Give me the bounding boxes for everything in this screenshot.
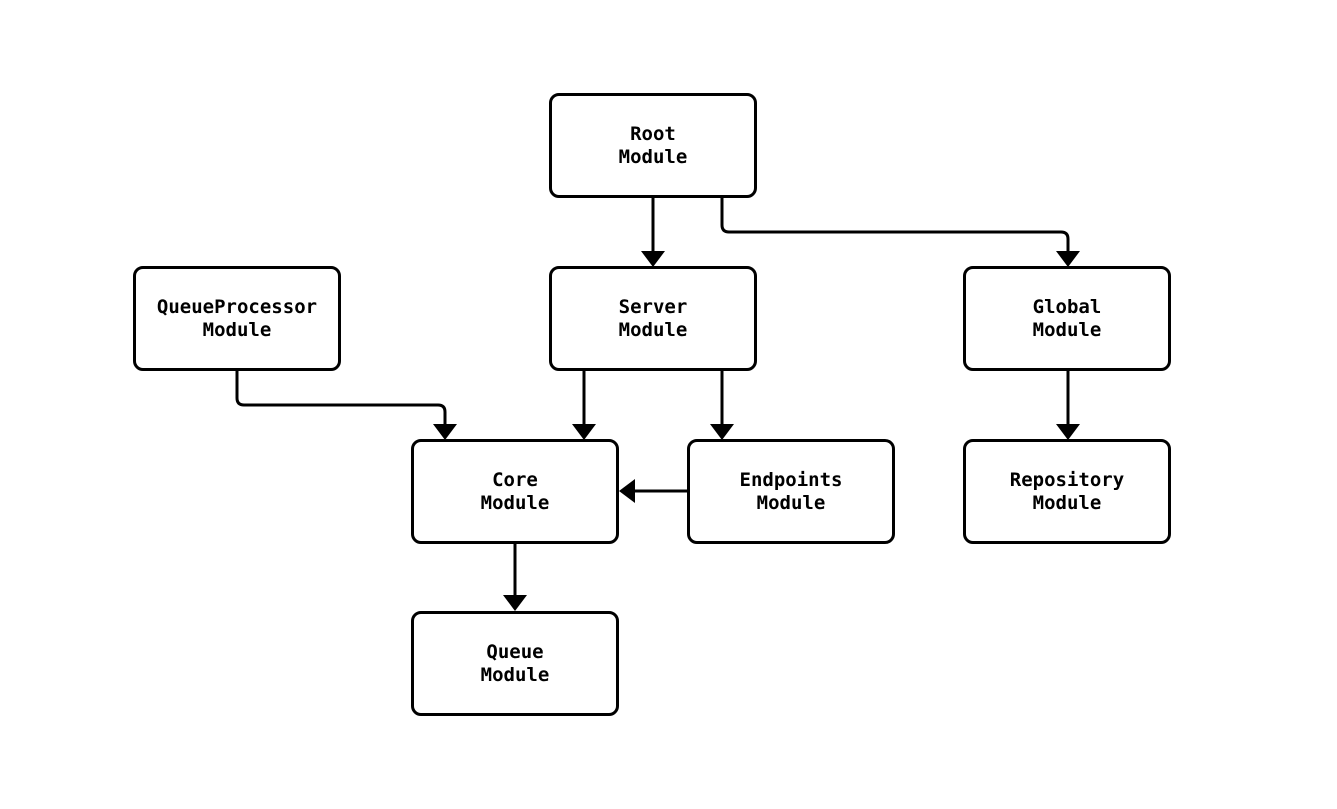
arrowhead-server-core (572, 424, 596, 440)
arrowhead-global-repository (1056, 424, 1080, 440)
node-queue-module-label: Queue Module (480, 640, 550, 686)
arrowhead-root-global (1056, 251, 1080, 267)
edge-queueprocessor-core (235, 371, 447, 425)
node-global-module-label: Global Module (1032, 295, 1102, 341)
arrowhead-core-queue (503, 595, 527, 611)
node-server-module: Server Module (549, 266, 757, 371)
node-endpoints-module: Endpoints Module (687, 439, 895, 544)
node-endpoints-module-label: Endpoints Module (739, 468, 843, 514)
node-queueprocessor-module: QueueProcessor Module (133, 266, 341, 371)
node-repository-module-label: Repository Module (1009, 468, 1125, 514)
node-core-module: Core Module (411, 439, 619, 544)
node-core-module-label: Core Module (480, 468, 550, 514)
edge-root-global (720, 198, 1070, 252)
node-global-module: Global Module (963, 266, 1171, 371)
arrowhead-endpoints-core (619, 479, 635, 503)
arrowhead-server-endpoints (710, 424, 734, 440)
node-server-module-label: Server Module (618, 295, 688, 341)
arrowhead-queueprocessor-core (433, 424, 457, 440)
node-root-module: Root Module (549, 93, 757, 198)
node-repository-module: Repository Module (963, 439, 1171, 544)
arrowhead-root-server (641, 251, 665, 267)
node-queueprocessor-module-label: QueueProcessor Module (156, 295, 318, 341)
node-queue-module: Queue Module (411, 611, 619, 716)
node-root-module-label: Root Module (618, 122, 688, 168)
